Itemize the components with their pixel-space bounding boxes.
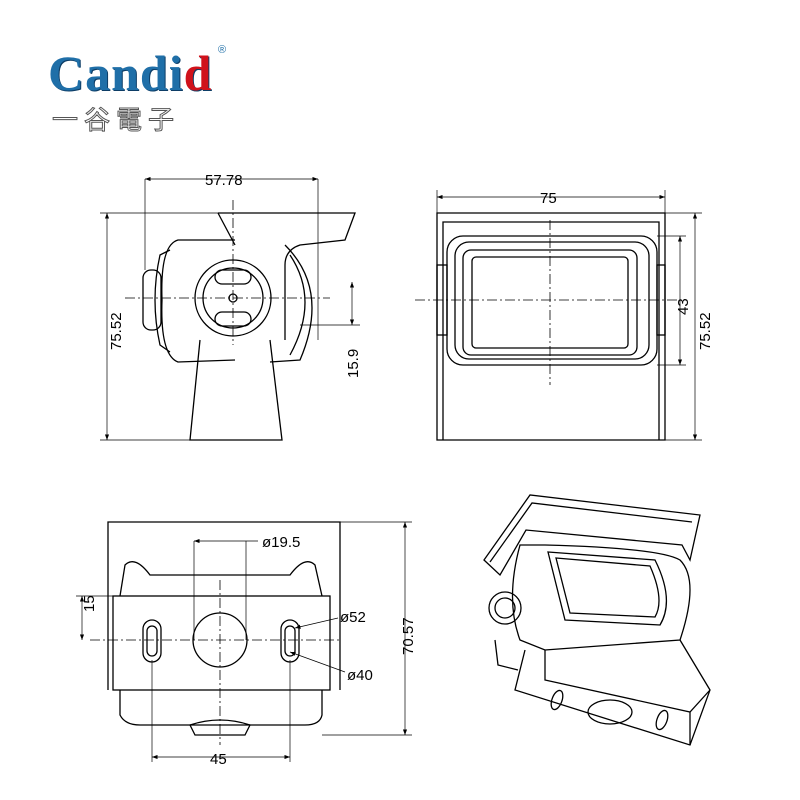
brand-logo: Candid ® 一谷電子: [48, 44, 238, 137]
dim-bottom-spacing: 45: [210, 751, 227, 768]
dim-side-offset: 15.9: [345, 349, 362, 378]
logo-accent: d: [183, 45, 213, 101]
isometric-view: [483, 494, 711, 746]
dim-front-inner-height: 43: [675, 298, 692, 315]
dim-bottom-offset: 15: [81, 595, 98, 612]
dim-front-height: 75.52: [697, 312, 714, 350]
dim-bottom-hole: ø19.5: [262, 534, 300, 551]
side-view: 57.78 75.52 15.9: [100, 172, 362, 441]
logo-text: Candi: [48, 45, 184, 101]
dim-front-width: 75: [540, 190, 557, 207]
dim-bottom-outer: ø52: [340, 609, 366, 626]
dim-side-width: 57.78: [205, 172, 243, 189]
dim-side-height: 75.52: [108, 312, 125, 350]
logo-wordmark: Candid: [48, 44, 212, 102]
bottom-view: ø19.5 15 ø52 ø40 70.57 45: [76, 521, 417, 768]
logo-chinese: 一谷電子: [51, 106, 181, 137]
dim-bottom-inner: ø40: [347, 667, 373, 684]
registered-mark: ®: [218, 44, 227, 56]
front-view: 75 43 75.52: [415, 190, 714, 441]
dim-bottom-height: 70.57: [400, 617, 417, 655]
